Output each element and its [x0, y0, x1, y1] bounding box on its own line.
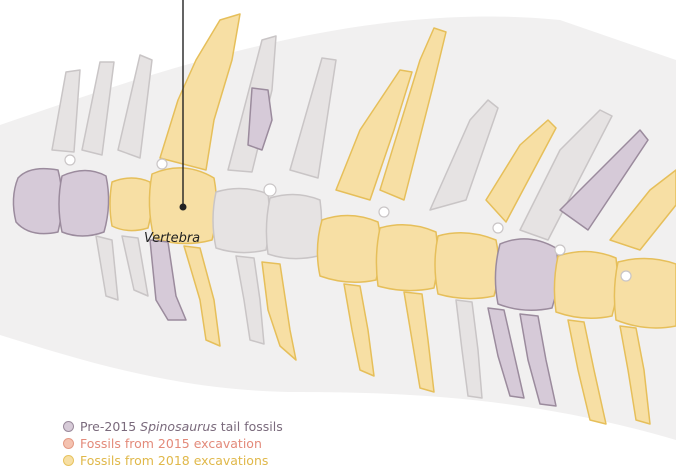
centrum-10 — [495, 239, 558, 310]
legend-item-2015: Fossils from 2015 excavation — [63, 435, 283, 452]
centrum-11 — [554, 251, 617, 318]
centrum-6 — [266, 194, 321, 258]
centrum-3 — [110, 178, 152, 231]
legend-swatch-pre-2015 — [63, 421, 74, 432]
legend-item-2018: Fossils from 2018 excavations — [63, 452, 283, 469]
centrum-2 — [59, 171, 109, 237]
legend-swatch-2015 — [63, 438, 74, 449]
centrum-8 — [376, 225, 437, 291]
centrum-12 — [614, 258, 676, 328]
centrum-7 — [317, 215, 380, 282]
legend-item-pre-2015: Pre-2015 Spinosaurus tail fossils — [63, 418, 283, 435]
legend: Pre-2015 Spinosaurus tail fossils Fossil… — [63, 418, 283, 469]
centrum-1 — [13, 169, 62, 234]
vertebra-callout-label: Vertebra — [144, 231, 200, 246]
callout-dot — [180, 204, 187, 211]
centrum-5 — [213, 188, 270, 252]
centrum-9 — [435, 233, 499, 299]
legend-swatch-2018 — [63, 455, 74, 466]
legend-label-pre-2015: Pre-2015 Spinosaurus tail fossils — [80, 419, 283, 434]
legend-label-2015: Fossils from 2015 excavation — [80, 436, 262, 451]
legend-label-2018: Fossils from 2018 excavations — [80, 453, 268, 468]
